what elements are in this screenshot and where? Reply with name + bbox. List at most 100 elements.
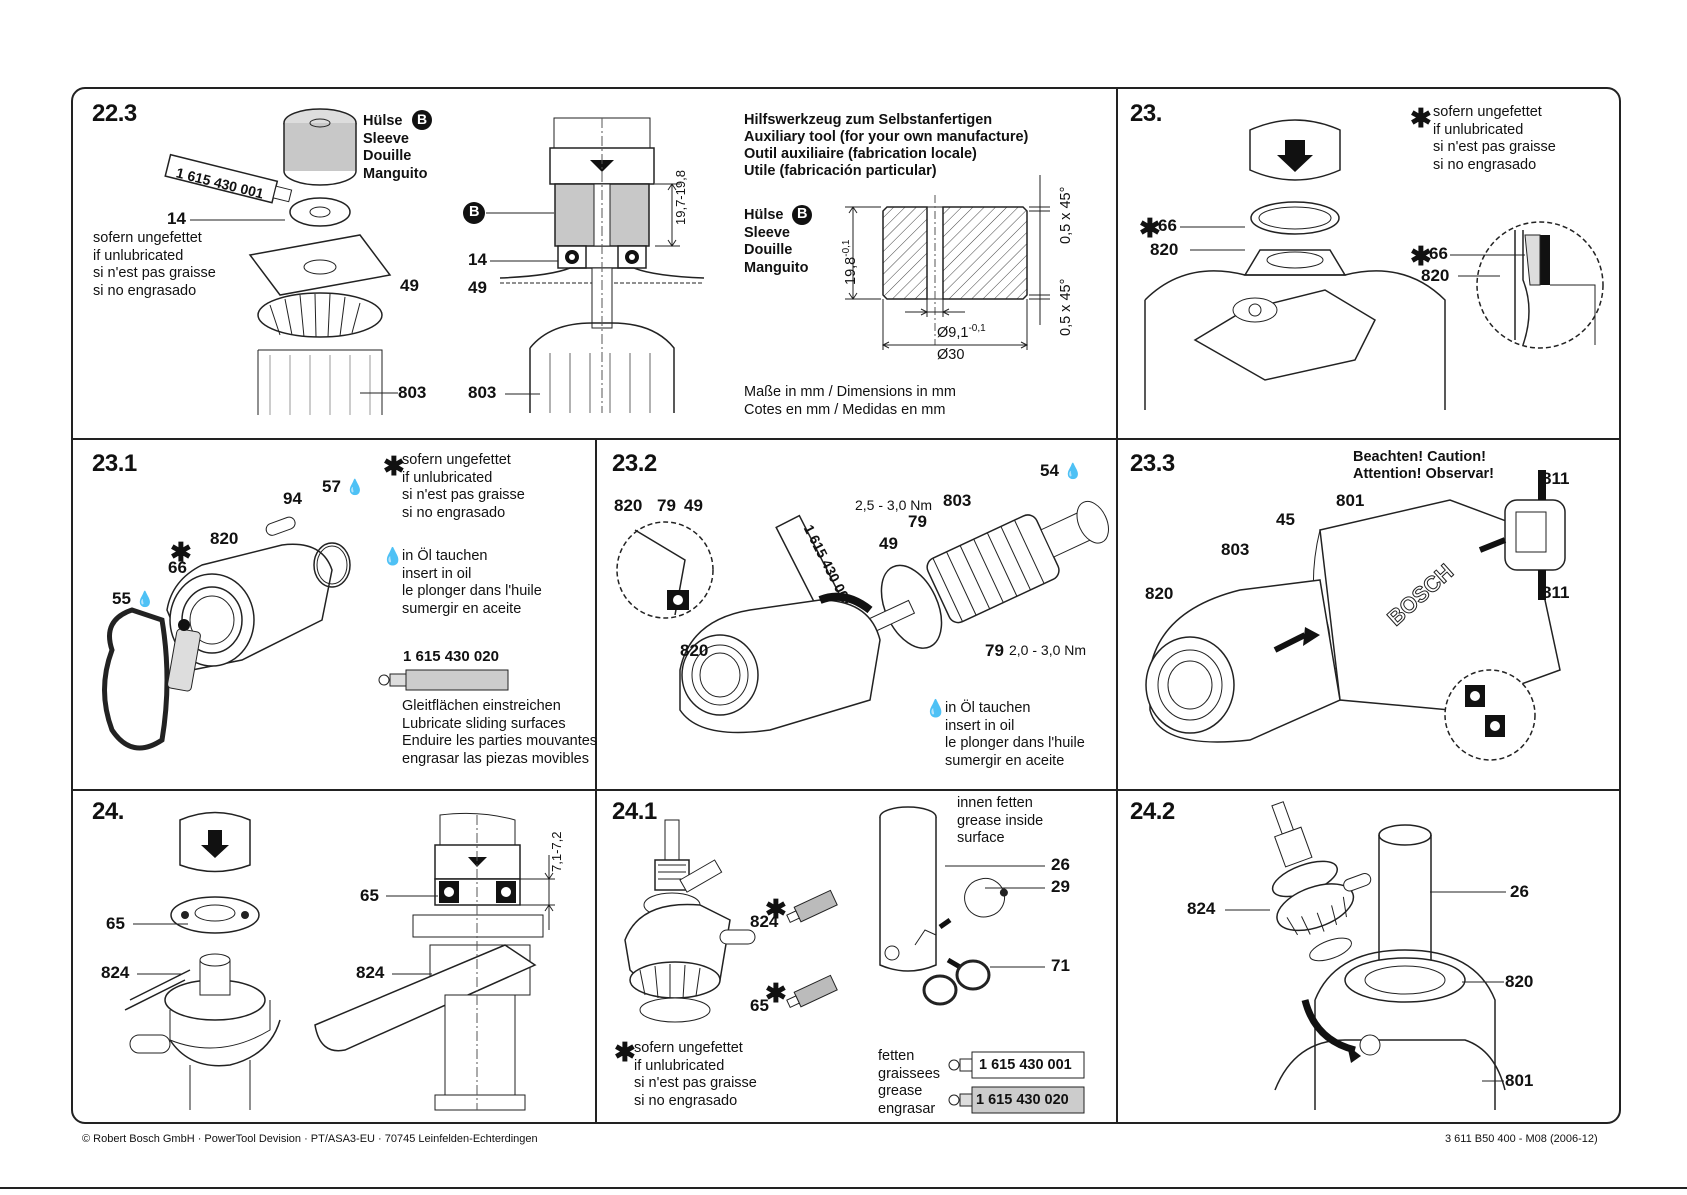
part-49-label: 49 — [684, 496, 703, 515]
part-803-label: 803 — [943, 491, 972, 510]
asterisk-icon: ✱ — [765, 978, 787, 1008]
oil-drop-icon: 💧 — [925, 699, 947, 718]
part-820-label: 820 — [680, 641, 709, 660]
tube-code: 1 615 430 020 — [976, 1092, 1069, 1108]
section-title: 23. — [1130, 100, 1162, 127]
armature-assembly-illustration — [679, 500, 1109, 734]
asterisk-icon: ✱ — [1139, 213, 1161, 243]
chamfer-bottom-dim: 0,5 x 45° — [1058, 278, 1074, 336]
torque-label: 2,5 - 3,0 Nm — [855, 497, 933, 513]
grease-tube-icon — [786, 889, 838, 924]
part-801-label: 801 — [1505, 1071, 1534, 1090]
asterisk-icon: ✱ — [170, 537, 192, 567]
grease-tube-icon — [786, 974, 838, 1009]
part-14-label: 14 — [167, 209, 186, 228]
part-803-label: 803 — [468, 383, 497, 402]
asterisk-icon: ✱ — [383, 451, 405, 481]
bore-dim: Ø9,1-0,1 — [937, 323, 986, 341]
section-title: 23.3 — [1130, 450, 1175, 477]
part-803-label: 803 — [1221, 540, 1250, 559]
part-71-label: 71 — [1051, 956, 1070, 975]
part-79-label: 79 — [908, 512, 927, 531]
gear-housing-seal-illustration — [102, 516, 351, 751]
outer-dim: Ø30 — [937, 347, 965, 363]
press-tool-illustration — [314, 812, 555, 1111]
col-divider-mid — [595, 439, 597, 1122]
part-94-label: 94 — [283, 489, 302, 508]
badge-b-label: B — [469, 204, 480, 220]
dim-19-8: 19,8-0,1 — [841, 239, 859, 285]
part-26-label: 26 — [1051, 855, 1070, 874]
units-note: Maße in mm / Dimensions in mm Cotes en m… — [744, 384, 956, 418]
section-title: 24.1 — [612, 798, 657, 825]
height-dimension: 19,7-19,8 — [673, 170, 688, 225]
tool-title: Hilfswerkzeug zum Selbstanfertigen Auxil… — [744, 112, 1029, 179]
section-title: 23.2 — [612, 450, 657, 477]
leader-lines — [945, 865, 1045, 968]
row-divider-2 — [73, 789, 1619, 791]
unlubricated-note: sofern ungefettet if unlubricated si n'e… — [634, 1040, 757, 1109]
oil-drop-icon: 💧 — [345, 479, 365, 496]
sleeve-label: Hülse Sleeve Douille Manguito — [363, 113, 428, 182]
motor-housing-illustration — [1145, 470, 1566, 761]
leader-line — [1450, 254, 1525, 277]
tube-code: 1 615 430 020 — [403, 648, 499, 665]
seal-detail-illustration — [1476, 221, 1604, 349]
gear-press-illustration — [124, 811, 281, 1110]
leader-line — [486, 212, 554, 214]
part-49-label: 49 — [400, 276, 419, 295]
part-26-label: 26 — [1510, 882, 1529, 901]
leader-line — [490, 260, 558, 262]
part-45-label: 45 — [1276, 510, 1295, 529]
part-820-label: 820 — [1145, 584, 1174, 603]
grease-note: fetten graissees grease engrasar — [878, 1048, 941, 1117]
badge-b-label: B — [417, 111, 428, 127]
part-49-label: 49 — [468, 278, 487, 297]
oil-drop-icon: 💧 — [382, 547, 404, 566]
oil-drop-icon: 💧 — [135, 591, 155, 608]
part-824-label: 824 — [750, 912, 779, 931]
part-820-label: 820 — [1150, 240, 1179, 259]
oil-note: in Öl tauchen insert in oil le plonger d… — [945, 700, 1085, 769]
sleeve-illustration — [283, 108, 357, 186]
gear-assembly-illustration — [624, 819, 756, 1023]
oil-drop-icon: 💧 — [1063, 463, 1083, 480]
tool-sleeve-label: Hülse Sleeve Douille Manguito — [744, 207, 809, 276]
torque-label: 2,0 - 3,0 Nm — [1009, 642, 1087, 658]
diagram-frame — [71, 87, 1621, 1124]
asterisk-icon: ✱ — [1410, 103, 1432, 133]
badge-b-icon — [463, 202, 485, 224]
part-29-label: 29 — [1051, 877, 1070, 896]
grease-tube-icon — [378, 669, 509, 691]
section-title: 24.2 — [1130, 798, 1175, 825]
chamfer-top-dim: 0,5 x 45° — [1058, 186, 1074, 244]
leader-line — [505, 393, 540, 395]
part-49-label: 49 — [879, 534, 898, 553]
part-66-label: 66 — [168, 558, 187, 577]
part-820-label: 820 — [210, 529, 239, 548]
section-title: 24. — [92, 798, 124, 825]
leader-line — [137, 973, 182, 975]
oil-note: in Öl tauchen insert in oil le plonger d… — [402, 548, 542, 617]
caution-note: Beachten! Caution! Attention! Observar! — [1353, 449, 1494, 482]
section-title: 23.1 — [92, 450, 137, 477]
grease-inside-note: innen fetten grease inside surface — [957, 795, 1044, 846]
leader-line — [190, 219, 285, 221]
part-79-label: 79 — [985, 641, 1004, 660]
part-811-label: 811 — [1542, 583, 1570, 602]
part-79-label: 79 — [657, 496, 676, 515]
grease-tube-icon — [164, 153, 293, 204]
leader-line — [1225, 909, 1270, 911]
part-820-label: 820 — [614, 496, 643, 515]
copyright-footer: © Robert Bosch GmbH · PowerTool Devision… — [82, 1133, 538, 1145]
document-number: 3 611 B50 400 - M08 (2006-12) — [1445, 1133, 1598, 1145]
final-assembly-illustration — [1271, 801, 1506, 1110]
badge-b-icon — [792, 205, 812, 225]
part-811-label: 811 — [1542, 469, 1570, 488]
badge-b-label: B — [797, 206, 808, 222]
part-54-label: 54 💧 — [1040, 461, 1083, 480]
part-55-label: 55 💧 — [112, 589, 155, 608]
leader-line — [392, 973, 432, 975]
part-803-label: 803 — [398, 383, 427, 402]
page-bottom-rule — [0, 1187, 1687, 1189]
